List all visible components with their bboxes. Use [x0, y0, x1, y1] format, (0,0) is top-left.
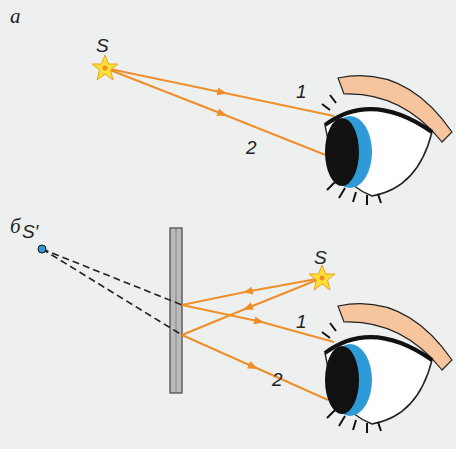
ray-number: 1 — [296, 312, 307, 331]
ray-number: 2 — [246, 138, 257, 157]
source-label: S — [96, 36, 109, 55]
light-source — [92, 55, 118, 80]
light-source — [309, 265, 335, 290]
source-label: S — [314, 248, 327, 267]
eye-symbol — [322, 76, 452, 205]
virtual-ray — [42, 249, 182, 335]
mirror — [170, 228, 182, 393]
ray-number: 2 — [272, 370, 283, 389]
ray-number: 1 — [296, 82, 307, 101]
mirror-edge — [176, 229, 177, 392]
panel-letter: а — [10, 6, 21, 27]
virtual-image-point — [38, 245, 46, 253]
image-label: S′ — [22, 222, 38, 241]
ray — [105, 68, 334, 156]
panel-letter: б — [10, 216, 21, 237]
eye-symbol — [322, 304, 452, 433]
ray — [182, 278, 334, 400]
